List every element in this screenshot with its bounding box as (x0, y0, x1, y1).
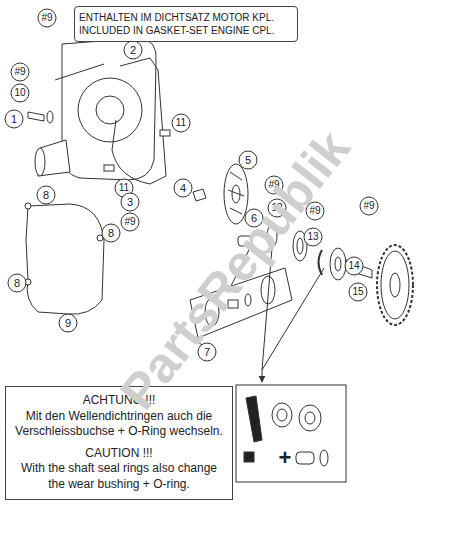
bearing (330, 248, 346, 280)
note-text: ENTHALTEN IM DICHTSATZ MOTOR KPL. (79, 11, 293, 24)
seal-ring (272, 403, 292, 427)
callout-number: 10 (14, 87, 25, 99)
callout-circle (360, 197, 378, 215)
callout-circle (174, 179, 192, 197)
seal-ring-inner (305, 412, 315, 424)
gasket (112, 58, 166, 184)
gear-hub (390, 273, 400, 297)
gear (381, 251, 409, 319)
seal-ring (299, 405, 321, 431)
callout-number: #9 (363, 200, 374, 212)
kit-box (236, 385, 346, 482)
callout-number: 4 (180, 182, 186, 194)
wear-bushing (296, 452, 314, 464)
callout-number: #9 (14, 66, 25, 78)
cover-gasket (26, 204, 104, 314)
note-text: INCLUDED IN GASKET-SET ENGINE CPL. (79, 24, 293, 37)
note-text: Mit den Wellendichtringen auch die Versc… (12, 409, 226, 440)
callout-number: 11 (176, 117, 186, 129)
note-text: With the shaft seal rings also change th… (12, 461, 226, 492)
callout-number: 2 (130, 44, 136, 56)
spout-end (35, 148, 45, 176)
impeller-blades (228, 172, 244, 214)
block (244, 452, 254, 462)
hub (96, 96, 124, 124)
ring (47, 111, 53, 123)
seal-ring-inner (277, 409, 287, 421)
callout-circle (239, 151, 257, 169)
caution-box: ACHTUNG !!!Mit den Wellendichtringen auc… (5, 386, 233, 500)
pin (104, 165, 114, 171)
note-text: ACHTUNG !!! (12, 393, 226, 409)
callout-number: #9 (124, 216, 135, 228)
callout-circle (124, 41, 142, 59)
callout-circle (11, 84, 29, 102)
callout-number: 9 (65, 317, 71, 329)
callout-number: #9 (41, 12, 52, 24)
callout-circle (38, 9, 56, 27)
callout-circle (349, 283, 367, 301)
callout-circle (11, 63, 29, 81)
note-text: CAUTION !!! (12, 446, 226, 462)
callout-circle (304, 228, 322, 246)
callout-circle (102, 224, 120, 242)
callout-number: 15 (352, 286, 363, 298)
o-ring (320, 450, 328, 466)
tube (246, 396, 262, 442)
screw (28, 112, 44, 121)
gear-teeth (377, 245, 413, 325)
callout-number: 13 (307, 231, 318, 243)
pump-cover (62, 38, 156, 180)
plus-sign: + (279, 447, 292, 469)
callout-number: 14 (348, 260, 359, 272)
note-box: ENTHALTEN IM DICHTSATZ MOTOR KPL.INCLUDE… (74, 6, 298, 42)
callout-number: 8 (108, 227, 114, 239)
callout-circle (121, 193, 139, 211)
hole (25, 203, 31, 209)
callout-circle (121, 213, 139, 231)
callout-circle (345, 257, 363, 275)
callout-number: 8 (14, 277, 20, 289)
shaft-seal-inner (297, 238, 303, 254)
leader (55, 64, 104, 80)
callout-circle (5, 110, 23, 128)
callout-circle (172, 114, 190, 132)
callout-circle (59, 314, 77, 332)
pin (160, 130, 170, 136)
callout-number: 8 (43, 189, 49, 201)
callout-number: 11 (119, 182, 129, 194)
callout-circle (37, 186, 55, 204)
callout-number: 3 (127, 196, 133, 208)
nut (193, 189, 206, 201)
pointer-arrow (262, 248, 324, 382)
shaft (346, 260, 372, 278)
callout-number: 5 (245, 154, 251, 166)
volute (78, 78, 142, 142)
bearing-inner (335, 257, 341, 271)
callout-number: 1 (11, 113, 17, 125)
callout-circle (8, 274, 26, 292)
